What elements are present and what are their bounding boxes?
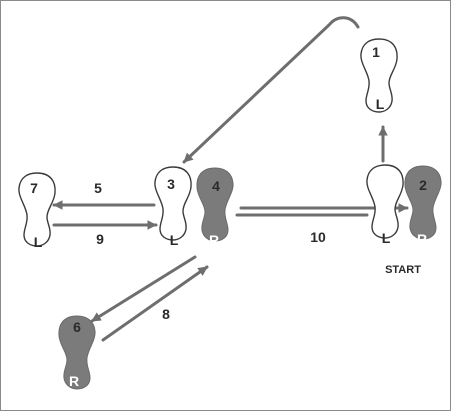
footprint-start-left: L xyxy=(366,164,404,246)
foot-side-label: L xyxy=(170,232,179,248)
footprint-step-1-left: 1 L xyxy=(360,38,398,113)
foot-side-label: R xyxy=(417,231,427,247)
step-number: 3 xyxy=(167,176,175,192)
move-label-10: 10 xyxy=(310,229,326,245)
move-label-9: 9 xyxy=(96,231,104,247)
movement-arrows xyxy=(52,16,409,342)
step-number: 6 xyxy=(73,319,81,335)
step-number: 7 xyxy=(30,180,38,196)
move-label-5: 5 xyxy=(94,180,102,196)
footprint-step-6-right: 6 R xyxy=(58,315,96,390)
move-label-8: 8 xyxy=(162,306,170,322)
foot-side-label: R xyxy=(209,232,219,248)
footprint-step-4-right: 4 R xyxy=(196,167,234,248)
step-number: 1 xyxy=(372,44,380,60)
footprint-step-3-left: 3 L xyxy=(154,166,192,248)
foot-side-label: R xyxy=(69,373,79,389)
footprint-step-7-left: 7 L xyxy=(18,172,56,250)
foot-side-label: L xyxy=(34,234,43,250)
foot-side-label: L xyxy=(382,230,391,246)
step-number: 2 xyxy=(419,177,427,193)
start-label: START xyxy=(385,264,421,276)
arrow-1-to-3 xyxy=(182,16,360,164)
arrow-6-to-4 xyxy=(101,265,209,342)
foot-side-label: L xyxy=(376,96,385,112)
arrow-4-to-6 xyxy=(90,255,197,323)
footprint-step-2-right: 2 R xyxy=(404,165,442,247)
step-number: 4 xyxy=(212,178,220,194)
